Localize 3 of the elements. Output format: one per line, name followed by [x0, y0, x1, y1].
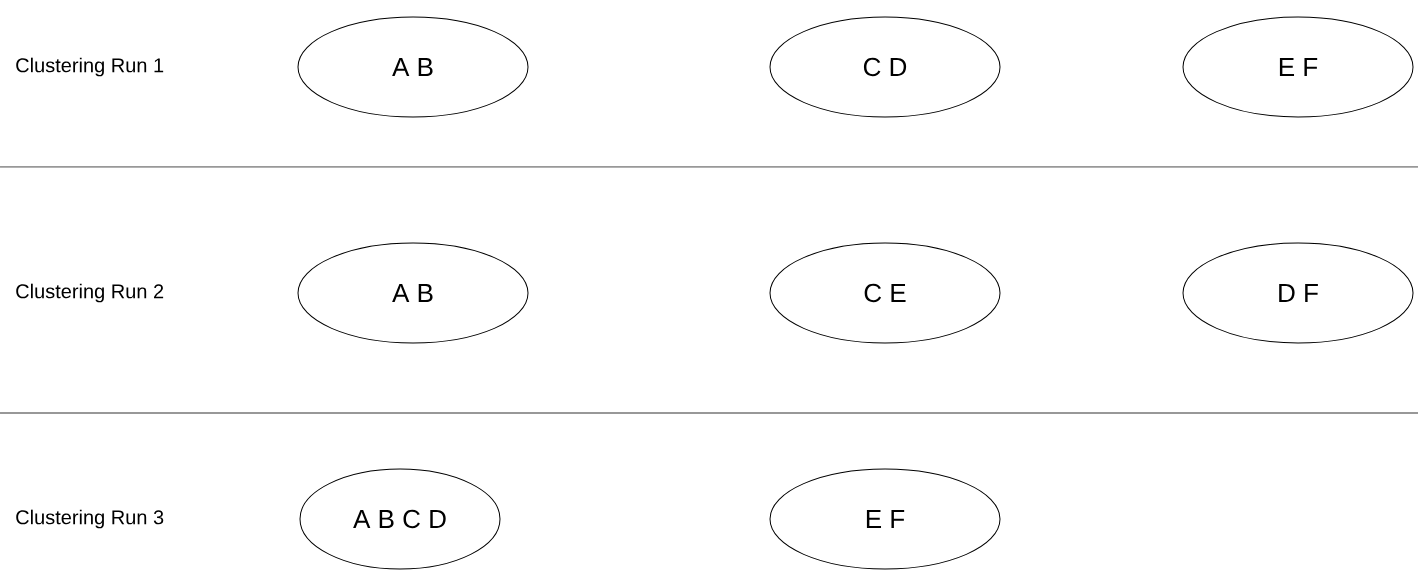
row-label: Clustering Run 2: [16, 283, 164, 303]
row-label: Clustering Run 3: [16, 509, 164, 529]
row-label: Clustering Run 1: [16, 57, 164, 77]
